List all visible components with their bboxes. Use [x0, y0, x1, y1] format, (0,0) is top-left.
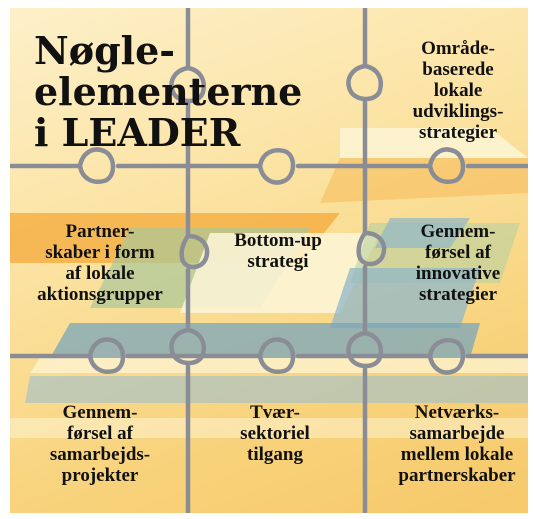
piece-label-line: strategier	[418, 284, 498, 305]
piece-label-line: tilgang	[247, 444, 303, 465]
title-line: elementerne	[34, 69, 303, 114]
piece-label-line: strategier	[418, 122, 498, 143]
cream-band-bottom	[10, 418, 528, 438]
piece-netvaerkssamarbejde: Netværks- samarbejde mellem lokale partn…	[388, 402, 526, 486]
piece-label-line: sektoriel	[240, 423, 310, 444]
puzzle-diagram: Nøgle- elementerne i LEADER Område- base…	[10, 8, 528, 513]
piece-label-line: aktionsgrupper	[37, 284, 163, 305]
orange-band-right	[320, 158, 528, 203]
blue-band-main	[50, 323, 480, 358]
cream-band-center	[180, 233, 380, 313]
piece-label-line: af lokale	[65, 263, 135, 284]
piece-label-line: Bottom-up	[234, 230, 322, 251]
blue-band-right	[330, 268, 480, 328]
cream-band-top	[340, 128, 528, 158]
piece-label-line: Gennem-	[420, 221, 496, 242]
diagram-title: Nøgle- elementerne i LEADER	[34, 30, 302, 153]
horizontal-seam-bottom	[10, 337, 528, 375]
blue-band-low	[25, 376, 528, 403]
piece-label-line: samarbejds-	[49, 444, 151, 465]
title-line: i LEADER	[34, 110, 241, 155]
piece-label-line: projekter	[61, 465, 139, 486]
piece-innovative: Gennem- førsel af innovative strategier	[398, 221, 518, 305]
piece-bottom-up: Bottom-up strategi	[208, 230, 348, 272]
vertical-seam-left	[169, 8, 210, 513]
piece-label-line: skaber i form	[45, 242, 155, 263]
puzzle-outlines	[10, 8, 528, 513]
horizontal-seam-top	[10, 147, 528, 185]
piece-label-line: mellem lokale	[400, 444, 514, 465]
piece-label-line: udviklings-	[412, 101, 504, 122]
blue-band-small	[375, 218, 470, 248]
cream-band-low	[30, 358, 528, 373]
piece-partnerskaber: Partner- skaber i form af lokale aktions…	[20, 221, 180, 305]
piece-label-line: lokale	[433, 80, 483, 101]
background-bands	[10, 128, 528, 438]
piece-label-line: Partner-	[65, 221, 135, 242]
piece-omradebaserede: Område- baserede lokale udviklings- stra…	[398, 38, 518, 143]
piece-label-line: førsel af	[67, 423, 133, 444]
piece-label-line: partnerskaber	[398, 465, 516, 486]
title-line: Nøgle-	[34, 28, 176, 73]
piece-label-line: baserede	[422, 59, 494, 80]
piece-label-line: førsel af	[425, 242, 491, 263]
piece-samarbejdsprojekter: Gennem- førsel af samarbejds- projekter	[30, 402, 170, 486]
piece-label-line: Område-	[421, 38, 495, 59]
piece-label-line: Netværks-	[414, 402, 500, 423]
piece-tvaersektoriel: Tvær- sektoriel tilgang	[215, 402, 335, 465]
piece-label-line: Tvær-	[250, 402, 300, 423]
piece-label-line: Gennem-	[62, 402, 138, 423]
piece-label-line: strategi	[247, 251, 309, 272]
piece-label-line: samarbejde	[409, 423, 505, 444]
vertical-seam-right	[346, 8, 387, 513]
piece-label-line: innovative	[415, 263, 501, 284]
